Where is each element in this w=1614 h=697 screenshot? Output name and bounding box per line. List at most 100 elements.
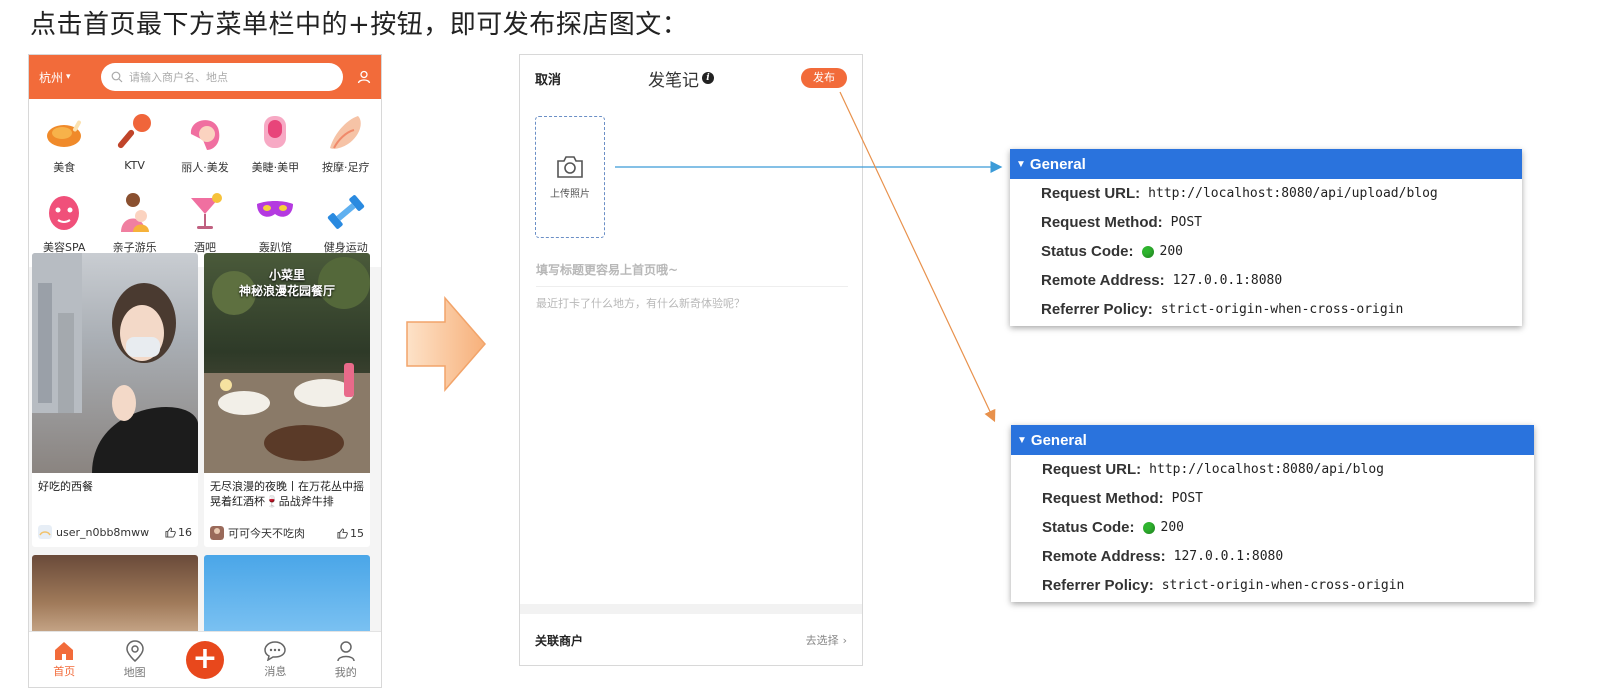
row-key: Referrer Policy:: [1042, 577, 1154, 594]
category-item[interactable]: 酒吧: [170, 185, 240, 265]
blog-card[interactable]: [204, 555, 370, 635]
row-key: Remote Address:: [1041, 272, 1165, 289]
user-icon: [357, 70, 371, 84]
party-mask-icon: [252, 189, 298, 235]
category-item[interactable]: 健身运动: [311, 185, 381, 265]
request-url-row: Request URL:http://localhost:8080/api/up…: [1010, 179, 1522, 208]
blog-card-title: 无尽浪漫的夜晚丨在万花丛中摇晃着红酒杯🍷品战斧牛排: [210, 480, 364, 508]
category-item[interactable]: 丽人·美发: [170, 105, 240, 185]
like-count: 15: [350, 526, 364, 540]
nail-icon: [252, 109, 298, 155]
thumb-up-icon: [337, 527, 348, 539]
title-input[interactable]: 填写标题更容易上首页哦~: [536, 259, 848, 287]
microphone-icon: [112, 109, 158, 155]
author-name: user_n0bb8mww: [56, 525, 150, 539]
publish-screen: 取消 发笔记 i 发布 上传照片 填写标题更容易上首页哦~ 最近打卡了什么地方，…: [519, 54, 863, 666]
chevron-down-icon: ▾: [66, 72, 71, 82]
map-pin-icon: [125, 639, 144, 662]
blog-card[interactable]: [32, 555, 198, 635]
referrer-policy-row: Referrer Policy: strict-origin-when-cross…: [1011, 571, 1534, 600]
row-value: 200: [1142, 520, 1184, 535]
general-header[interactable]: ▼ General: [1011, 425, 1534, 455]
row-value: http://localhost:8080/api/blog: [1149, 462, 1384, 477]
general-header[interactable]: ▼ General: [1010, 149, 1522, 179]
face-mask-icon: [41, 189, 87, 235]
row-key: Remote Address:: [1042, 548, 1166, 565]
like-button[interactable]: 15: [337, 527, 364, 540]
category-item[interactable]: KTV: [99, 105, 169, 185]
info-icon[interactable]: i: [702, 72, 714, 84]
category-item[interactable]: 轰趴馆: [240, 185, 310, 265]
category-label: KTV: [124, 159, 145, 172]
tab-home[interactable]: 首页: [34, 641, 94, 679]
section-divider: [520, 604, 862, 614]
search-input[interactable]: 请输入商户名、地点: [101, 63, 343, 91]
row-value: 127.0.0.1:8080: [1172, 273, 1283, 288]
blog-card[interactable]: 小菜里 神秘浪漫花园餐厅 无尽浪漫的夜晚丨在万花丛中摇晃着红酒杯🍷品战斧牛排 可…: [204, 253, 370, 547]
transition-arrow-icon: [406, 296, 486, 392]
home-screen: 杭州 ▾ 请输入商户名、地点 美食 KTV 丽人·美发 美睫·美甲: [28, 54, 382, 688]
chevron-right-icon: ›: [842, 633, 847, 647]
blog-card[interactable]: 好吃的西餐 user_n0bb8mww 16: [32, 253, 198, 547]
category-item[interactable]: 美容SPA: [29, 185, 99, 265]
publish-button[interactable]: 发布: [800, 68, 847, 88]
triangle-down-icon: ▼: [1016, 158, 1026, 170]
avatar: [38, 525, 52, 539]
remote-address-row: Remote Address: 127.0.0.1:8080: [1011, 542, 1534, 571]
cancel-button[interactable]: 取消: [535, 72, 562, 88]
bottom-tab-bar: 首页 地图 + 消息 我的: [29, 631, 381, 687]
devtools-general-panel: ▼ General Request URL:http://localhost:8…: [1010, 149, 1522, 326]
status-code-row: Status Code:200: [1010, 237, 1522, 266]
blog-card-image: 小菜里 神秘浪漫花园餐厅: [204, 253, 370, 473]
author-name: 可可今天不吃肉: [228, 527, 305, 540]
blog-card-image: [32, 555, 198, 635]
upload-photo-button[interactable]: 上传照片: [535, 116, 605, 238]
status-code-row: Status Code: 200: [1011, 513, 1534, 542]
blog-card-author[interactable]: user_n0bb8mww: [38, 525, 149, 539]
like-button[interactable]: 16: [165, 526, 192, 539]
row-value: 200: [1141, 244, 1183, 259]
category-item[interactable]: 亲子游乐: [99, 185, 169, 265]
link-shop-label: 关联商户: [535, 633, 584, 648]
blog-card-title: 好吃的西餐: [38, 480, 93, 493]
plus-icon: +: [185, 640, 224, 679]
tab-publish[interactable]: +: [175, 640, 235, 679]
category-label: 亲子游乐: [112, 241, 157, 254]
city-label: 杭州: [39, 70, 64, 85]
link-shop-row[interactable]: 关联商户 去选择 ›: [520, 617, 862, 663]
row-key: Referrer Policy:: [1041, 301, 1153, 318]
row-value: 127.0.0.1:8080: [1173, 549, 1284, 564]
category-item[interactable]: 按摩·足疗: [311, 105, 381, 185]
category-label: 健身运动: [323, 241, 368, 254]
blog-card-author[interactable]: 可可今天不吃肉: [210, 525, 305, 541]
status-ok-icon: [1141, 245, 1154, 258]
camera-icon: [557, 155, 583, 178]
tab-message[interactable]: 消息: [245, 640, 305, 679]
row-key: Request URL:: [1041, 185, 1141, 202]
choose-shop-button[interactable]: 去选择 ›: [806, 632, 847, 648]
restaurant-photo: [204, 257, 370, 473]
search-placeholder: 请输入商户名、地点: [129, 71, 228, 84]
category-item[interactable]: 美食: [29, 105, 99, 185]
category-label: 美食: [53, 161, 76, 174]
choose-shop-label: 去选择: [805, 634, 839, 647]
search-icon: [111, 71, 123, 83]
upload-photo-label: 上传照片: [550, 188, 590, 200]
dumbbell-icon: [323, 189, 369, 235]
user-button[interactable]: [343, 70, 371, 84]
roast-chicken-icon: [41, 109, 87, 155]
row-key: Status Code:: [1042, 519, 1135, 536]
referrer-policy-row: Referrer Policy: strict-origin-when-cross…: [1010, 295, 1522, 324]
row-value: strict-origin-when-cross-origin: [1161, 578, 1405, 593]
publish-connector-arrow: [839, 91, 996, 423]
page-heading: 点击首页最下方菜单栏中的+按钮，即可发布探店图文：: [30, 10, 689, 40]
content-textarea[interactable]: 最近打卡了什么地方，有什么新奇体验呢？: [536, 297, 745, 310]
row-value: strict-origin-when-cross-origin: [1160, 302, 1404, 317]
row-key: Request Method:: [1042, 490, 1164, 507]
city-selector[interactable]: 杭州 ▾: [39, 69, 101, 86]
category-label: 按摩·足疗: [322, 161, 370, 174]
tab-profile[interactable]: 我的: [316, 640, 376, 680]
tab-map[interactable]: 地图: [105, 639, 165, 680]
remote-address-row: Remote Address: 127.0.0.1:8080: [1010, 266, 1522, 295]
category-item[interactable]: 美睫·美甲: [240, 105, 310, 185]
